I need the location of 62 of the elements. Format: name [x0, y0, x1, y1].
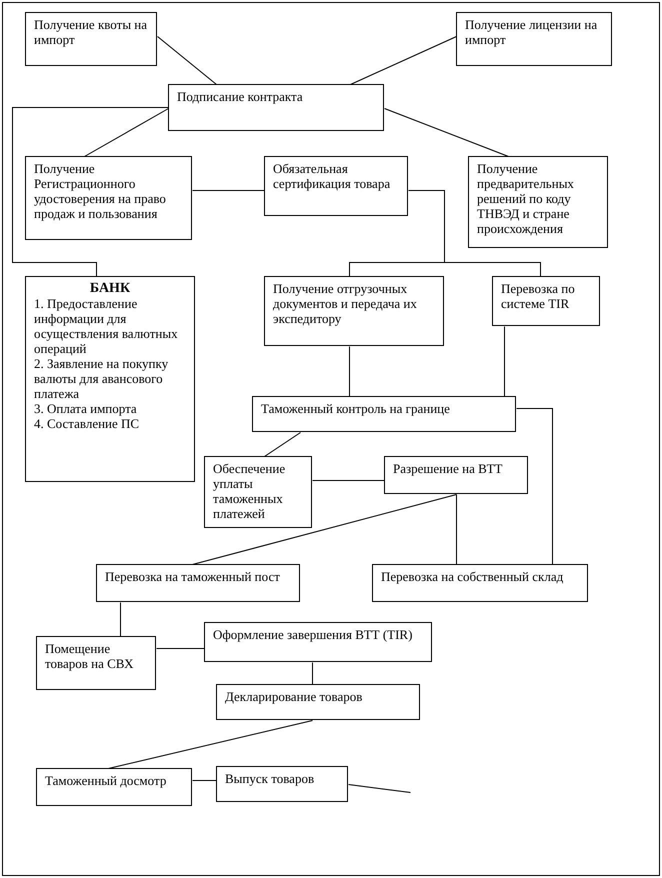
- box-text: Перевозка на собственный склад: [381, 569, 564, 584]
- process-box: [204, 456, 312, 528]
- box-text: Выпуск товаров: [225, 771, 316, 786]
- box-heading: БАНК: [88, 281, 132, 296]
- process-box: [25, 156, 192, 240]
- process-box: [216, 684, 420, 720]
- box-text: Перевозка по системе TIR: [501, 281, 576, 311]
- connector-line: [504, 326, 505, 397]
- box-text: Получение квоты на импорт: [34, 17, 148, 47]
- process-box: [252, 396, 516, 432]
- connector-line: [108, 720, 313, 769]
- box-text: Таможенный досмотр: [45, 773, 168, 788]
- connector-line: [312, 662, 313, 685]
- connector-line: [516, 408, 553, 565]
- connector-line: [312, 480, 385, 481]
- connector-line: [84, 108, 169, 157]
- box-text: Получение предварительных решений по коду ТНВЭД и стране происхождения: [477, 161, 575, 236]
- connector-line: [349, 346, 350, 397]
- process-box: [372, 564, 588, 602]
- box-text: 4. Составление ПС: [34, 416, 140, 431]
- box-text: 2. Заявление на покупку валюты для авансового платежа: [34, 356, 170, 401]
- connector-line: [12, 107, 169, 277]
- process-box: [216, 766, 348, 802]
- box-text: 1. Предоставление информации для осуществления валютных операций: [34, 296, 179, 356]
- connector-line: [192, 780, 217, 781]
- connector-line: [156, 648, 205, 649]
- process-box: [264, 276, 444, 346]
- process-box: [264, 156, 408, 216]
- process-box: [36, 768, 192, 806]
- box-text: Обязательная сертификация товара: [273, 161, 392, 191]
- connector-line: [120, 602, 121, 637]
- box-text: Разрешение на ВТТ: [393, 461, 504, 476]
- connector-line: [192, 190, 265, 191]
- connector-line: [384, 108, 509, 157]
- process-box: [468, 156, 608, 248]
- connector-line: [348, 784, 411, 793]
- process-box: [25, 276, 195, 482]
- box-text: Получение Регистрационного удостоверения на право продаж и пользования: [34, 161, 167, 221]
- box-text: Оформление завершения ВТТ (TIR): [213, 627, 414, 642]
- process-box: [492, 276, 600, 326]
- box-text: Перевозка на таможенный пост: [105, 569, 281, 584]
- process-box: [168, 84, 384, 131]
- box-text: Получение лицензии на импорт: [465, 17, 598, 47]
- box-text: Обеспечение уплаты таможенных платежей: [213, 461, 286, 521]
- box-text: 3. Оплата импорта: [34, 401, 138, 416]
- box-text: Помещение товаров на СВХ: [45, 641, 135, 671]
- process-box: [36, 636, 156, 690]
- connector-line: [456, 494, 457, 565]
- box-text: Таможенный контроль на границе: [261, 401, 451, 416]
- connector-line: [350, 36, 457, 85]
- connector-line: [408, 190, 541, 277]
- process-box: [456, 12, 612, 66]
- box-text: Получение отгрузочных документов и передача их экспедитору: [273, 281, 418, 326]
- connector-line: [192, 494, 457, 565]
- connector-line: [157, 36, 217, 85]
- process-box: [204, 622, 432, 662]
- process-box: [96, 564, 300, 602]
- process-box: [384, 456, 528, 494]
- connector-line: [264, 432, 301, 457]
- box-text: Декларирование товаров: [225, 689, 364, 704]
- process-box: [25, 12, 157, 66]
- box-text: Подписание контракта: [177, 89, 304, 104]
